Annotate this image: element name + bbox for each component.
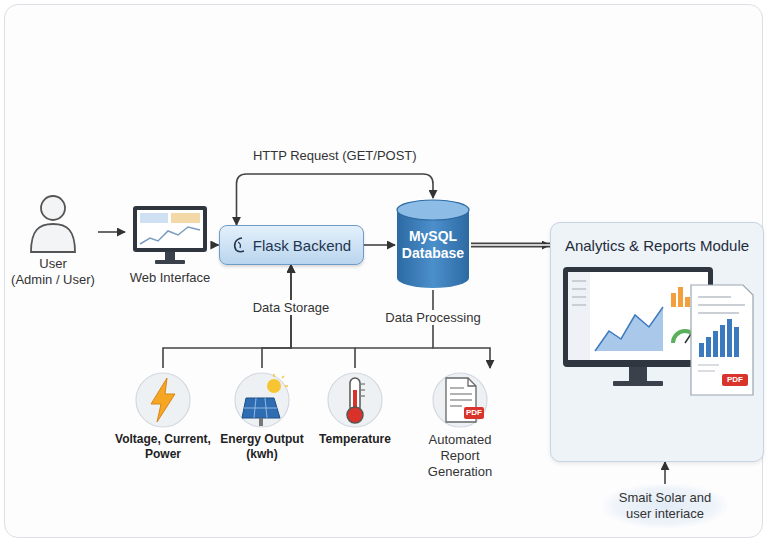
node-text: Energy Output (kwh) [216,432,308,462]
bus-line [355,347,433,349]
node-text: Web Interface [125,270,215,286]
sensor-item: Voltage, Current, Power [112,368,214,462]
node-text: Flask Backend [253,237,351,254]
pdf-tag: PDF [722,374,748,386]
sensor-item: Temperature [310,368,400,447]
monitor-icon [125,200,215,270]
node-text: MySQL Database [399,228,467,262]
node-text: Temperature [310,432,400,447]
sensor-item: Energy Output (kwh) [216,368,308,462]
backend-box: Flask Backend [219,225,364,265]
node-text: Smait Solar and user interiace [607,490,723,522]
edge-label: HTTP Request (GET/POST) [250,148,420,163]
connector-arrow [471,243,550,248]
connector-arrow [364,244,396,246]
node-text: Analytics & Reports Module [551,237,763,254]
web-interface: Web Interface [125,200,215,286]
user-actor: User(Admin / User) [8,190,98,288]
node-text: User [8,256,98,272]
pdf-tag: PDF [464,407,484,419]
connector-arrow [291,265,355,368]
connector-arrow [215,244,219,246]
node-text: Voltage, Current, Power [112,432,214,462]
reports-panel: Analytics & Reports Module [550,222,764,462]
report-icon [412,368,508,432]
power-icon [112,368,214,432]
thermometer-icon [310,368,400,432]
node-subtext: (Admin / User) [8,272,98,288]
flow-label: Data Processing [382,310,483,325]
interface-note: Smait Solar and user interiace [603,484,727,528]
dashboard-illustration [551,223,765,463]
connector-arrow [262,265,291,368]
solar-panel-icon [216,368,308,432]
node-text: Automated Report Generation [412,432,508,480]
report-item: Automated Report Generation [412,368,508,480]
flow-label: Data Storage [250,300,333,315]
database-cylinder: MySQL Database [395,198,471,290]
double-line-gap [471,244,550,246]
connector-arrow [433,290,490,368]
connector-arrow [664,462,666,484]
flask-logo [231,236,247,254]
connector-arrow [98,231,125,233]
user-icon [8,190,98,256]
